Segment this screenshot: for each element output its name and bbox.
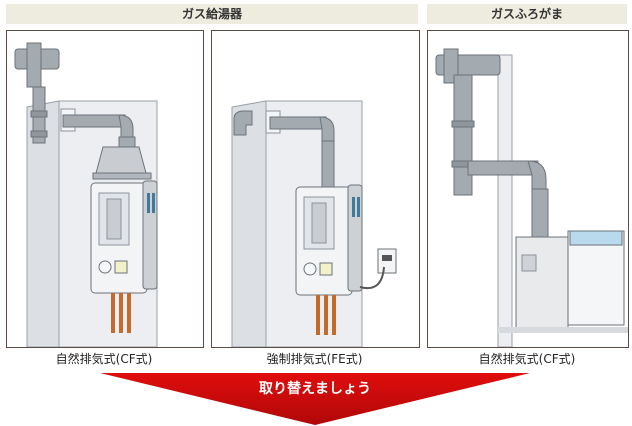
fe-water-heater-illustration [231,100,397,347]
caption-fe-water-heater: 強制排気式(FE式) [266,352,363,366]
cf-bath-boiler-illustration [435,48,628,347]
down-arrow-shape [100,373,530,425]
caption-cf-bath-boiler: 自然排気式(CF式) [478,352,576,366]
caption-cf-water-heater: 自然排気式(CF式) [55,352,153,366]
panel-cf-water-heater [6,30,204,348]
panel-fe-water-heater [211,30,420,348]
header-bath-boiler: ガスふろがま [427,4,627,24]
arrow-label: 取り替えましょう [259,381,371,397]
panel-cf-bath-boiler [427,30,629,348]
cf-water-heater-illustration [14,42,158,347]
replace-arrow: 取り替えましょう [100,373,530,425]
header-water-heater: ガス給湯器 [6,4,418,24]
